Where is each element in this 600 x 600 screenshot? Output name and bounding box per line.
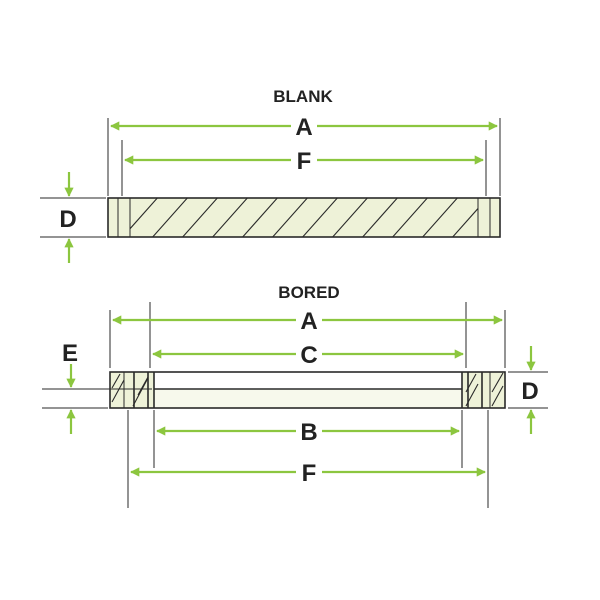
blank-flange-outline	[107, 197, 501, 238]
bored-dim-d-label: D	[521, 378, 538, 405]
blank-dim-f-label: F	[297, 148, 312, 175]
bored-dim-e-label: E	[62, 340, 78, 367]
bored-dim-f-label: F	[302, 460, 317, 487]
bored-hatching-left	[111, 373, 149, 407]
bored-dim-b-label: B	[300, 419, 317, 446]
blank-title: BLANK	[273, 87, 333, 106]
bored-dim-a-label: A	[300, 308, 317, 335]
bored-title: BORED	[278, 283, 339, 302]
blank-dim-d-label: D	[59, 206, 76, 233]
blank-flange-body	[108, 198, 500, 237]
blank-view: BLANK A F	[40, 87, 501, 263]
bored-bore-recess	[154, 372, 462, 389]
bored-dim-c-label: C	[300, 342, 317, 369]
bored-bore-through	[154, 389, 462, 408]
blank-dim-a-label: A	[295, 114, 312, 141]
blank-hatching	[130, 198, 478, 237]
bored-flange-outline	[109, 371, 506, 409]
bored-view: BORED A C	[42, 283, 548, 508]
bored-inner-edges	[133, 372, 483, 408]
